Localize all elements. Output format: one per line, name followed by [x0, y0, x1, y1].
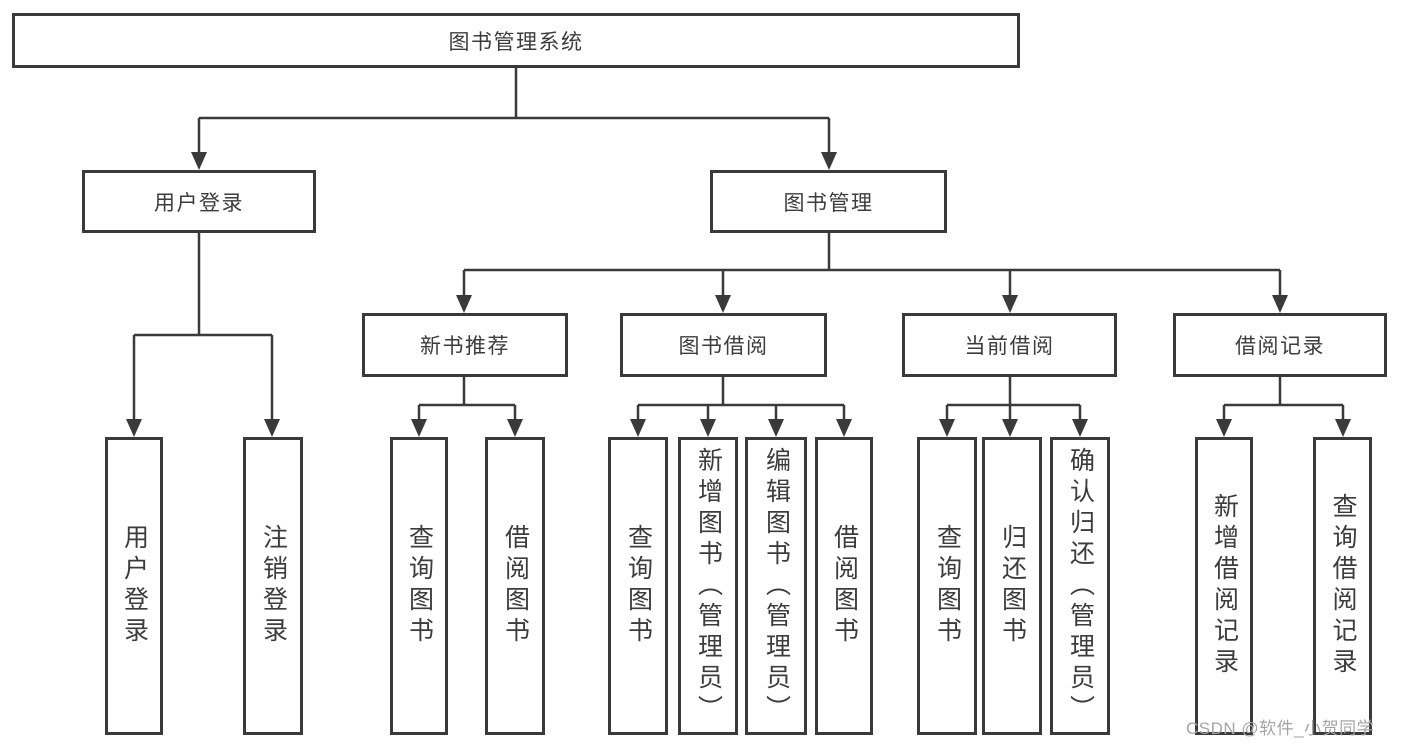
- leaf-confirm-return-admin: 确认归还（管理员）: [1050, 437, 1110, 735]
- node-root: 图书管理系统: [12, 13, 1020, 68]
- node-user-login-label: 用户登录: [154, 191, 244, 215]
- node-current-borrow: 当前借阅: [902, 313, 1117, 377]
- leaf-recommend-query-book-label: 查询图书: [405, 524, 434, 648]
- node-user-login: 用户登录: [82, 170, 316, 233]
- node-borrow-records-label: 借阅记录: [1235, 335, 1325, 358]
- leaf-add-book-admin-label: 新增图书（管理员）: [694, 446, 723, 726]
- leaf-borrow-book: 借阅图书: [815, 437, 873, 735]
- node-new-book-recommend-label: 新书推荐: [420, 335, 510, 358]
- node-current-borrow-label: 当前借阅: [964, 335, 1055, 358]
- leaf-query-borrow-record: 查询借阅记录: [1313, 437, 1372, 735]
- leaf-borrow-query-book-label: 查询图书: [624, 524, 653, 648]
- leaf-borrow-book-label: 借阅图书: [830, 524, 859, 648]
- leaf-return-book-label: 归还图书: [998, 524, 1027, 648]
- leaf-user-login: 用户登录: [105, 437, 163, 735]
- leaf-add-book-admin: 新增图书（管理员）: [678, 437, 738, 735]
- leaf-add-borrow-record: 新增借阅记录: [1195, 437, 1253, 735]
- node-borrow-records: 借阅记录: [1173, 313, 1387, 377]
- leaf-borrow-query-book: 查询图书: [608, 437, 668, 735]
- csdn-watermark: CSDN @软件_小贺同学: [1186, 719, 1375, 738]
- leaf-logout: 注销登录: [243, 437, 303, 735]
- node-new-book-recommend: 新书推荐: [362, 313, 568, 377]
- node-book-borrow: 图书借阅: [620, 313, 827, 377]
- node-root-label: 图书管理系统: [448, 30, 584, 54]
- leaf-edit-book-admin-label: 编辑图书（管理员）: [762, 446, 791, 726]
- node-book-borrow-label: 图书借阅: [678, 335, 769, 358]
- leaf-logout-label: 注销登录: [259, 524, 288, 648]
- leaf-query-borrow-record-label: 查询借阅记录: [1329, 493, 1357, 679]
- node-book-management-label: 图书管理: [783, 191, 874, 215]
- leaf-current-query-book-label: 查询图书: [933, 524, 962, 648]
- leaf-add-borrow-record-label: 新增借阅记录: [1210, 493, 1239, 679]
- leaf-current-query-book: 查询图书: [917, 437, 977, 735]
- leaf-user-login-label: 用户登录: [120, 524, 149, 648]
- arrowhead-icons: [126, 152, 1351, 437]
- leaf-edit-book-admin: 编辑图书（管理员）: [745, 437, 807, 735]
- leaf-recommend-query-book: 查询图书: [390, 437, 448, 735]
- leaf-recommend-borrow-book: 借阅图书: [485, 437, 545, 735]
- leaf-return-book: 归还图书: [982, 437, 1042, 735]
- node-book-management: 图书管理: [710, 170, 947, 233]
- leaf-recommend-borrow-book-label: 借阅图书: [501, 524, 530, 648]
- leaf-confirm-return-admin-label: 确认归还（管理员）: [1066, 446, 1095, 726]
